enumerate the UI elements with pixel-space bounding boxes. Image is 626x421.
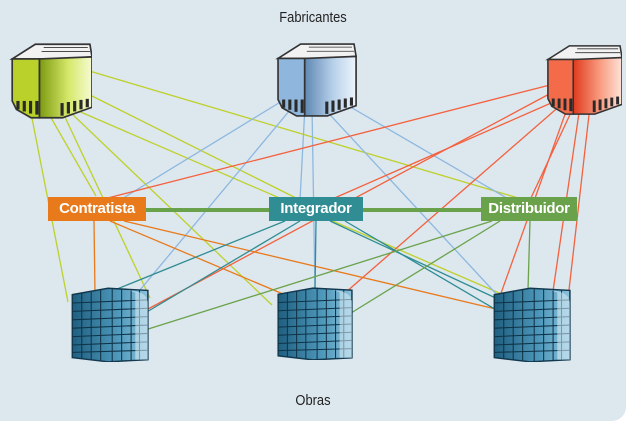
integrador-links bbox=[89, 220, 511, 319]
factory-icon bbox=[277, 43, 357, 117]
contratista-links bbox=[93, 220, 501, 311]
building-icon bbox=[493, 287, 571, 362]
factory-icon bbox=[547, 45, 622, 115]
works-heading: Obras bbox=[295, 392, 331, 409]
distribuidor-label: Distribuidor bbox=[481, 197, 577, 221]
contratista-label: Contratista bbox=[48, 197, 146, 221]
building-icon bbox=[277, 287, 353, 360]
building-icon bbox=[71, 287, 149, 362]
integrador-label: Integrador bbox=[269, 197, 363, 221]
distribuidor-links bbox=[144, 220, 531, 331]
manufacturers-heading: Fabricantes bbox=[279, 9, 347, 26]
factory-icon bbox=[11, 43, 92, 119]
green-manufacturer-links bbox=[29, 69, 526, 306]
